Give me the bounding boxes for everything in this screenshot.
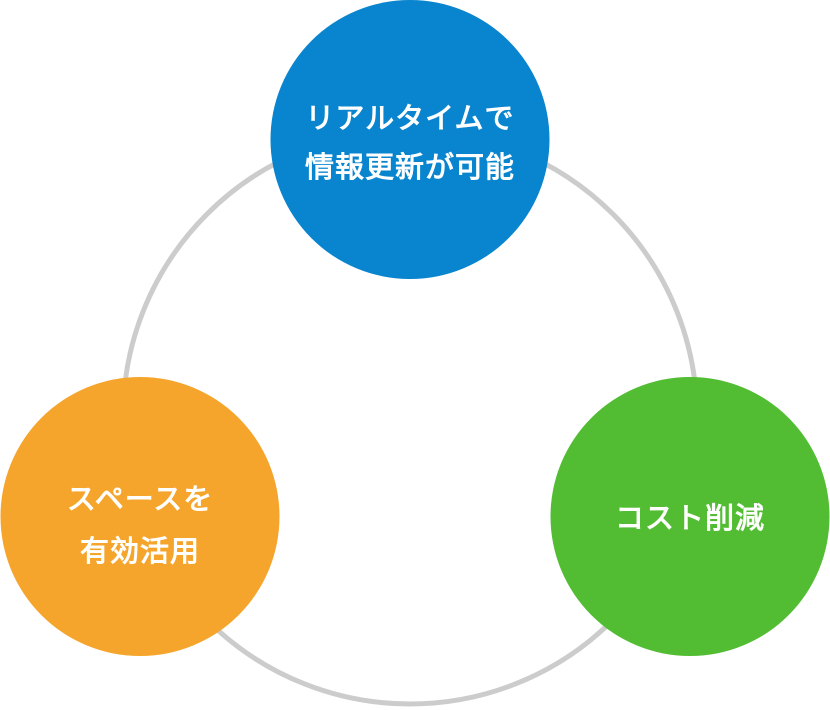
- node-realtime-update: リアルタイムで 情報更新が可能: [270, 0, 550, 279]
- node-label-realtime-line-1: リアルタイムで: [305, 101, 514, 135]
- node-cost-reduction: コスト削減: [550, 377, 830, 656]
- node-circle-cost-reduction: [550, 377, 830, 656]
- node-label-space-line-2: 有効活用: [80, 534, 200, 568]
- node-label-cost-reduction: コスト削減: [615, 501, 765, 535]
- node-label-realtime-line-2: 情報更新が可能: [305, 150, 515, 184]
- node-circle-realtime-update: [270, 0, 550, 279]
- node-label-space-line-1: スペースを: [67, 482, 214, 516]
- node-space-utilization: スペースを 有効活用: [0, 377, 280, 656]
- node-circle-space-utilization: [0, 377, 280, 656]
